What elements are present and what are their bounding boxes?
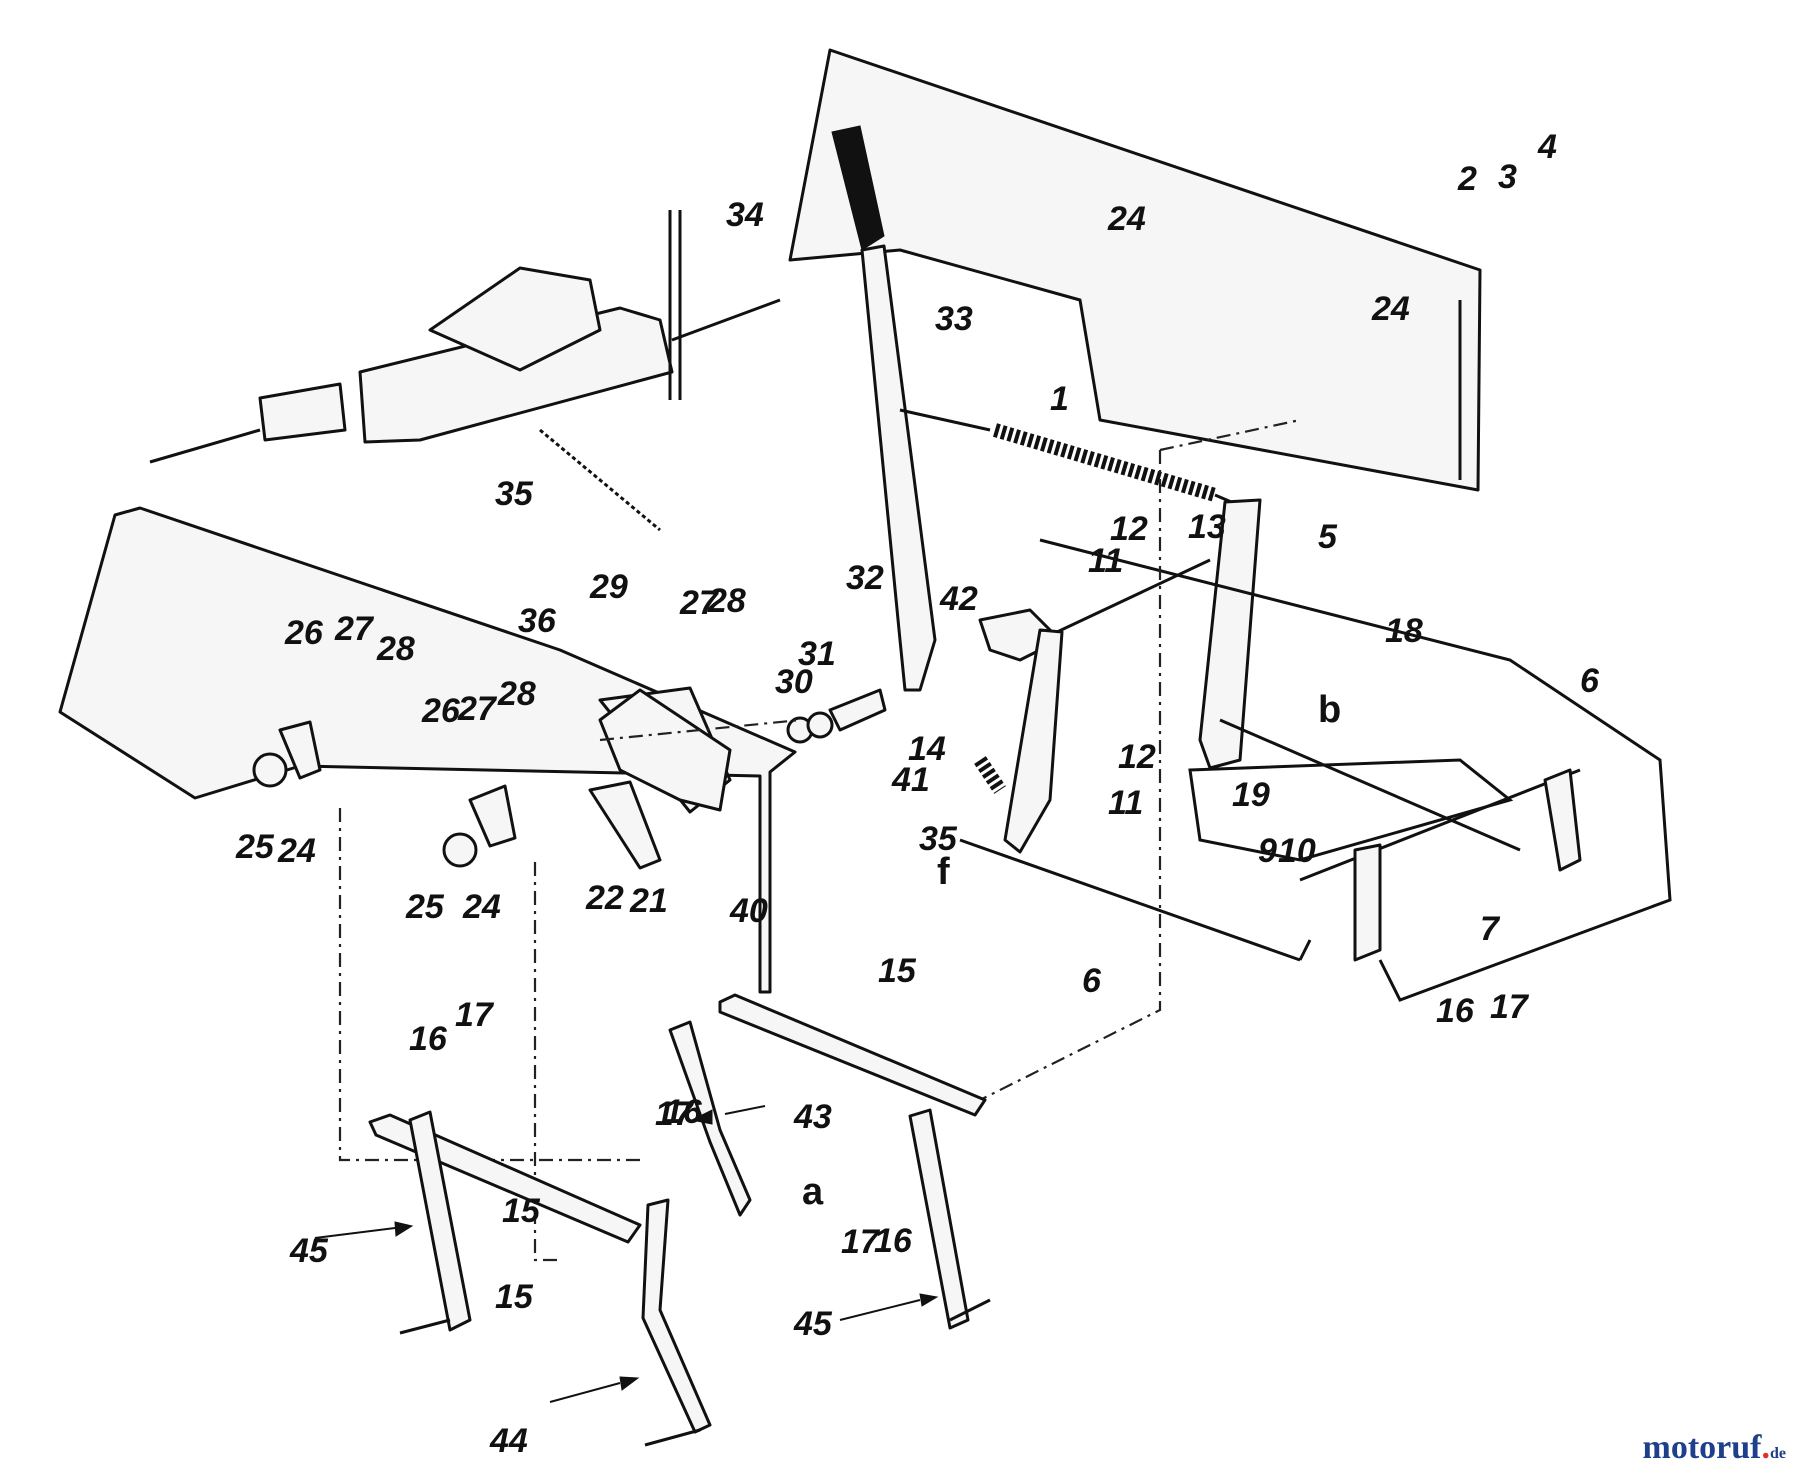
callout-29: 29 — [589, 568, 628, 606]
callout-11: 11 — [1108, 784, 1143, 822]
callout-40: 40 — [729, 892, 768, 930]
lower-right-link-45 — [908, 1108, 991, 1330]
callout-13: 13 — [1188, 508, 1226, 546]
callout-33: 33 — [935, 300, 973, 338]
callout-12: 12 — [1118, 738, 1156, 776]
callout-45: 45 — [289, 1232, 329, 1270]
callout-19: 19 — [1232, 776, 1270, 814]
callout-24: 24 — [1371, 290, 1410, 328]
callout-9: 9 — [1258, 832, 1277, 870]
arrows — [314, 1105, 939, 1403]
callout-16: 16 — [409, 1020, 448, 1058]
callout-22: 22 — [585, 879, 624, 917]
callout-24: 24 — [277, 832, 316, 870]
callout-15: 15 — [878, 952, 917, 990]
lower-left-link-45 — [368, 1110, 642, 1335]
callout-16: 16 — [874, 1222, 913, 1260]
callout-a: a — [802, 1171, 824, 1213]
callout-24: 24 — [1107, 200, 1146, 238]
callout-31: 31 — [798, 635, 836, 673]
callout-3: 3 — [1498, 158, 1517, 196]
callout-17: 17 — [841, 1223, 881, 1261]
callout-32: 32 — [846, 559, 884, 597]
callout-34: 34 — [726, 196, 764, 234]
callout-27: 27 — [679, 584, 720, 622]
callout-2: 2 — [1457, 160, 1477, 198]
tension-spring-35 — [539, 428, 661, 532]
assembly-leader-lines — [338, 418, 1301, 1262]
callout-35: 35 — [495, 475, 534, 513]
link-bar-15-middle — [718, 993, 987, 1117]
callout-5: 5 — [1318, 518, 1338, 556]
callout-b: b — [1318, 689, 1341, 731]
callout-17: 17 — [455, 996, 495, 1034]
callout-28: 28 — [497, 675, 536, 713]
center-crank-assembly — [786, 608, 1064, 854]
callout-25: 25 — [235, 828, 275, 866]
callout-15: 15 — [495, 1278, 534, 1316]
callout-6: 6 — [1082, 962, 1102, 1000]
callout-24: 24 — [462, 888, 501, 926]
callout-16: 16 — [1436, 992, 1475, 1030]
callout-10: 10 — [1278, 832, 1316, 870]
callout-44: 44 — [489, 1422, 528, 1460]
callout-35: 35 — [919, 820, 958, 858]
callout-4: 4 — [1537, 128, 1557, 166]
callout-28: 28 — [707, 582, 746, 620]
callout-12: 12 — [1110, 510, 1148, 548]
callout-42: 42 — [939, 580, 978, 618]
lever-44 — [641, 1198, 712, 1447]
bracket-arm-5 — [1039, 498, 1262, 770]
rear-deck-frame — [1039, 538, 1672, 1002]
rear-cover-panel — [788, 48, 1482, 492]
site-logo: motoruf.de — [1642, 1429, 1786, 1466]
callout-28: 28 — [376, 630, 415, 668]
callout-25: 25 — [405, 888, 445, 926]
height-adjust-knobs — [252, 720, 517, 868]
callout-27: 27 — [457, 690, 498, 728]
callout-6: 6 — [1580, 662, 1600, 700]
callout-1: 1 — [1050, 380, 1069, 418]
callout-11: 11 — [1088, 542, 1123, 580]
lift-lever — [831, 125, 937, 692]
callout-7: 7 — [1480, 910, 1501, 948]
callout-30: 30 — [775, 663, 813, 701]
gear-segment-plate — [588, 688, 732, 870]
callout-17: 17 — [655, 1095, 695, 1133]
callout-17: 17 — [1490, 988, 1530, 1026]
callout-41: 41 — [891, 761, 930, 799]
transmission-axle-assembly — [149, 210, 781, 464]
callout-f: f — [937, 851, 950, 893]
callout-26: 26 — [284, 614, 324, 652]
callout-16: 16 — [664, 1093, 703, 1131]
callout-18: 18 — [1385, 612, 1423, 650]
callout-15: 15 — [502, 1192, 541, 1230]
callout-21: 21 — [629, 882, 668, 920]
callout-43: 43 — [793, 1098, 832, 1136]
callout-14: 14 — [908, 730, 946, 768]
callout-26: 26 — [421, 692, 461, 730]
callout-45: 45 — [793, 1305, 833, 1343]
callout-36: 36 — [518, 602, 557, 640]
rods-and-shaft — [959, 718, 1582, 962]
callout-27: 27 — [334, 610, 375, 648]
